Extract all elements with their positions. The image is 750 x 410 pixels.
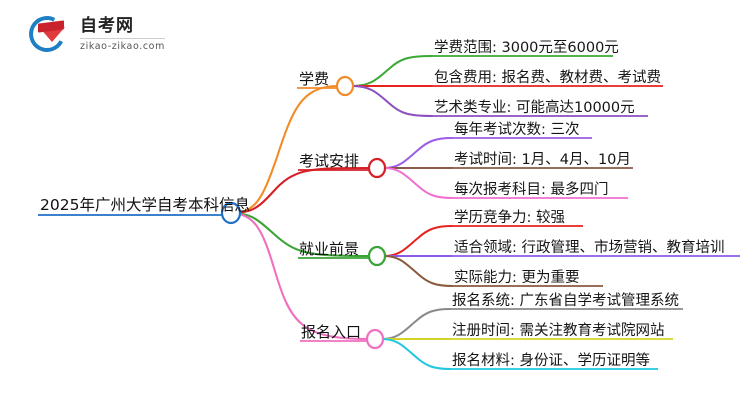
leaf-label-tuition-includes[interactable]: 包含费用: 报名费、教材费、考试费 <box>434 70 661 86</box>
edge-branch-3-leaf-0 <box>381 308 451 340</box>
edge-branch-0-leaf-2 <box>351 85 433 117</box>
node-circle-branch-3 <box>365 328 385 350</box>
logo-text-block: 自考网 zikao-zikao.com <box>80 18 165 52</box>
leaf-label-exam-max-subjects[interactable]: 每次报考科目: 最多四门 <box>454 182 609 198</box>
leaf-label-practical-ability[interactable]: 实际能力: 更为重要 <box>454 270 580 286</box>
leaf-label-suitable-fields[interactable]: 适合领域: 行政管理、市场营销、教育培训 <box>454 240 725 256</box>
edge-branch-1-leaf-2 <box>383 167 453 199</box>
logo-site-url: zikao-zikao.com <box>80 41 165 53</box>
edge-branch-3-leaf-2 <box>381 338 451 370</box>
edge-branch-2-leaf-2 <box>383 255 453 287</box>
branch-label-tuition[interactable]: 学费 <box>299 70 330 88</box>
site-logo: 自考网 zikao-zikao.com <box>24 11 165 58</box>
leaf-label-registration-materials[interactable]: 报名材料: 身份证、学历证明等 <box>452 353 650 369</box>
leaf-label-registration-time[interactable]: 注册时间: 需关注教育考试院网站 <box>452 323 665 339</box>
leaf-label-tuition-art-major[interactable]: 艺术类专业: 可能高达10000元 <box>434 100 635 116</box>
edge-branch-0-leaf-0 <box>351 55 433 87</box>
leaf-label-exam-months[interactable]: 考试时间: 1月、4月、10月 <box>454 152 631 168</box>
logo-site-name: 自考网 <box>80 18 165 40</box>
edge-root-to-branch-0 <box>229 84 340 215</box>
edge-branch-2-leaf-0 <box>383 225 453 257</box>
branch-label-career-outlook[interactable]: 就业前景 <box>299 240 360 258</box>
branch-edges-group <box>229 84 372 341</box>
root-node-label[interactable]: 2025年广州大学自考本科信息 <box>40 196 250 214</box>
branch-label-exam-schedule[interactable]: 考试安排 <box>299 152 360 170</box>
leaf-label-degree-competitiveness[interactable]: 学历竞争力: 较强 <box>454 210 565 226</box>
node-circle-branch-1 <box>367 157 387 179</box>
node-circle-branch-0 <box>335 75 355 97</box>
leaf-label-registration-system[interactable]: 报名系统: 广东省自学考试管理系统 <box>452 293 679 309</box>
edge-root-to-branch-3 <box>229 211 370 341</box>
graduation-cap-logo-icon <box>24 11 72 57</box>
edge-root-to-branch-1 <box>229 166 372 215</box>
branch-label-registration-entry[interactable]: 报名入口 <box>301 323 362 341</box>
node-circle-branch-2 <box>367 245 387 267</box>
edge-branch-1-leaf-0 <box>383 137 453 169</box>
leaf-label-exam-frequency[interactable]: 每年考试次数: 三次 <box>454 122 580 138</box>
leaf-label-tuition-range[interactable]: 学费范围: 3000元至6000元 <box>434 40 619 56</box>
